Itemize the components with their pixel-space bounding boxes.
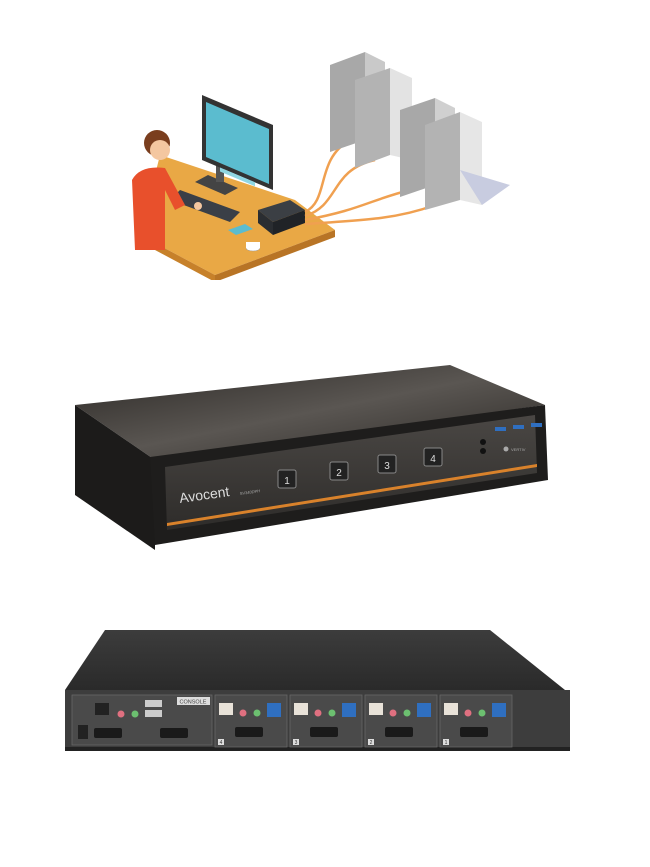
kvm-setup-illustration-icon (132, 52, 510, 282)
svg-text:1: 1 (284, 476, 290, 487)
kvm-illustration (120, 40, 520, 282)
channel-buttons[interactable]: 1 2 3 4 (277, 447, 443, 489)
brand-logo: Avocent (178, 483, 230, 506)
kvm-front-device-icon: Avocent SV340DPH 1 2 3 4 VERTIV (75, 365, 548, 550)
svg-text:3: 3 (295, 740, 298, 746)
svg-text:4: 4 (220, 740, 223, 746)
svg-text:SV340DPH: SV340DPH (239, 488, 260, 496)
computer-port-groups: 4 3 2 (214, 694, 513, 748)
svg-text:2: 2 (370, 740, 373, 746)
kvm-rear-view: CONSOLE 4 (60, 625, 580, 760)
svg-text:4: 4 (430, 454, 436, 465)
svg-text:VERTIV: VERTIV (511, 447, 526, 452)
kvm-front-view: Avocent SV340DPH 1 2 3 4 VERTIV (70, 360, 560, 555)
svg-text:1: 1 (445, 740, 448, 746)
kvm-rear-device-icon: CONSOLE 4 (65, 630, 570, 751)
console-label: CONSOLE (180, 700, 207, 706)
svg-text:3: 3 (384, 461, 390, 472)
svg-text:2: 2 (336, 468, 342, 479)
